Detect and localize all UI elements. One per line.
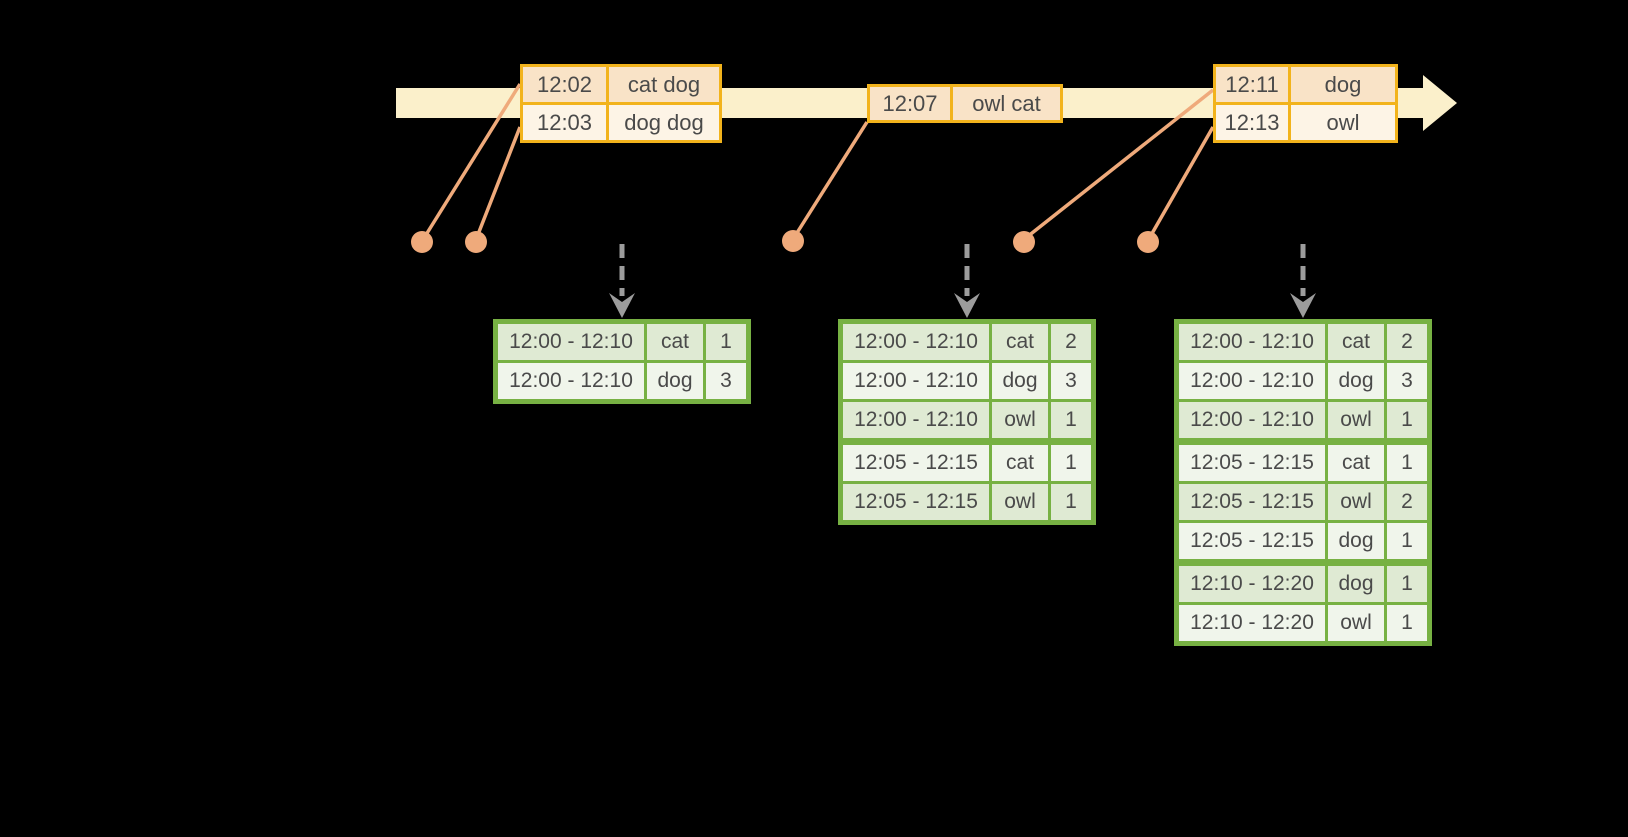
result-count-cell: 3 bbox=[1387, 363, 1427, 399]
result-window-cell: 12:05 - 12:15 bbox=[843, 441, 989, 481]
event-words-cell: owl cat bbox=[953, 87, 1060, 120]
result-window-cell: 12:00 - 12:10 bbox=[1179, 324, 1325, 360]
result-count-cell: 3 bbox=[706, 363, 746, 399]
timeline-arrowhead-icon bbox=[1423, 75, 1457, 131]
event-connector-line bbox=[1148, 126, 1215, 238]
result-count-cell: 1 bbox=[1387, 441, 1427, 481]
result-word-cell: owl bbox=[1328, 402, 1384, 438]
result-count-cell: 1 bbox=[1387, 402, 1427, 438]
result-word-cell: cat bbox=[647, 324, 703, 360]
event-dot bbox=[411, 231, 433, 253]
result-window-cell: 12:00 - 12:10 bbox=[843, 363, 989, 399]
event-words-cell: cat dog bbox=[609, 67, 719, 102]
event-dot bbox=[1137, 231, 1159, 253]
event-time-cell: 12:02 bbox=[523, 67, 606, 102]
result-window-cell: 12:00 - 12:10 bbox=[1179, 402, 1325, 438]
result-word-cell: owl bbox=[992, 402, 1048, 438]
event-connector-line bbox=[475, 126, 522, 238]
result-count-cell: 2 bbox=[1387, 484, 1427, 520]
result-count-cell: 1 bbox=[1051, 402, 1091, 438]
result-window-cell: 12:05 - 12:15 bbox=[1179, 523, 1325, 559]
result-window-cell: 12:05 - 12:15 bbox=[843, 484, 989, 520]
result-word-cell: cat bbox=[1328, 324, 1384, 360]
event-words-cell: dog dog bbox=[609, 105, 719, 140]
event-words-cell: owl bbox=[1291, 105, 1395, 140]
event-dot bbox=[465, 231, 487, 253]
result-count-cell: 2 bbox=[1387, 324, 1427, 360]
result-window-cell: 12:00 - 12:10 bbox=[843, 402, 989, 438]
event-connector-line bbox=[422, 83, 522, 239]
result-word-cell: owl bbox=[992, 484, 1048, 520]
trigger-arrowhead-icon bbox=[609, 293, 635, 318]
result-count-cell: 1 bbox=[706, 324, 746, 360]
event-dot bbox=[782, 230, 804, 252]
result-window-cell: 12:05 - 12:15 bbox=[1179, 441, 1325, 481]
result-count-cell: 1 bbox=[1387, 562, 1427, 602]
result-window-cell: 12:00 - 12:10 bbox=[498, 324, 644, 360]
event-time-cell: 12:13 bbox=[1216, 105, 1288, 140]
result-word-cell: owl bbox=[1328, 605, 1384, 641]
result-count-cell: 1 bbox=[1387, 523, 1427, 559]
result-count-cell: 1 bbox=[1051, 484, 1091, 520]
result-word-cell: cat bbox=[992, 324, 1048, 360]
result-window-cell: 12:00 - 12:10 bbox=[498, 363, 644, 399]
result-window-cell: 12:10 - 12:20 bbox=[1179, 605, 1325, 641]
result-word-cell: dog bbox=[1328, 523, 1384, 559]
result-window-cell: 12:10 - 12:20 bbox=[1179, 562, 1325, 602]
event-connector-line bbox=[793, 121, 869, 237]
result-count-cell: 1 bbox=[1051, 441, 1091, 481]
result-window-cell: 12:05 - 12:15 bbox=[1179, 484, 1325, 520]
result-word-cell: dog bbox=[992, 363, 1048, 399]
event-time-cell: 12:11 bbox=[1216, 67, 1288, 102]
result-word-cell: dog bbox=[647, 363, 703, 399]
result-word-cell: owl bbox=[1328, 484, 1384, 520]
result-word-cell: dog bbox=[1328, 562, 1384, 602]
result-window-cell: 12:00 - 12:10 bbox=[1179, 363, 1325, 399]
trigger-arrowhead-icon bbox=[1290, 293, 1316, 318]
event-words-cell: dog bbox=[1291, 67, 1395, 102]
result-window-cell: 12:00 - 12:10 bbox=[843, 324, 989, 360]
event-time-cell: 12:03 bbox=[523, 105, 606, 140]
result-count-cell: 2 bbox=[1051, 324, 1091, 360]
result-word-cell: dog bbox=[1328, 363, 1384, 399]
event-dot bbox=[1013, 231, 1035, 253]
result-word-cell: cat bbox=[992, 441, 1048, 481]
trigger-arrowhead-icon bbox=[954, 293, 980, 318]
result-word-cell: cat bbox=[1328, 441, 1384, 481]
result-count-cell: 1 bbox=[1387, 605, 1427, 641]
result-count-cell: 3 bbox=[1051, 363, 1091, 399]
event-connector-line bbox=[1025, 88, 1215, 239]
event-time-cell: 12:07 bbox=[870, 87, 950, 120]
